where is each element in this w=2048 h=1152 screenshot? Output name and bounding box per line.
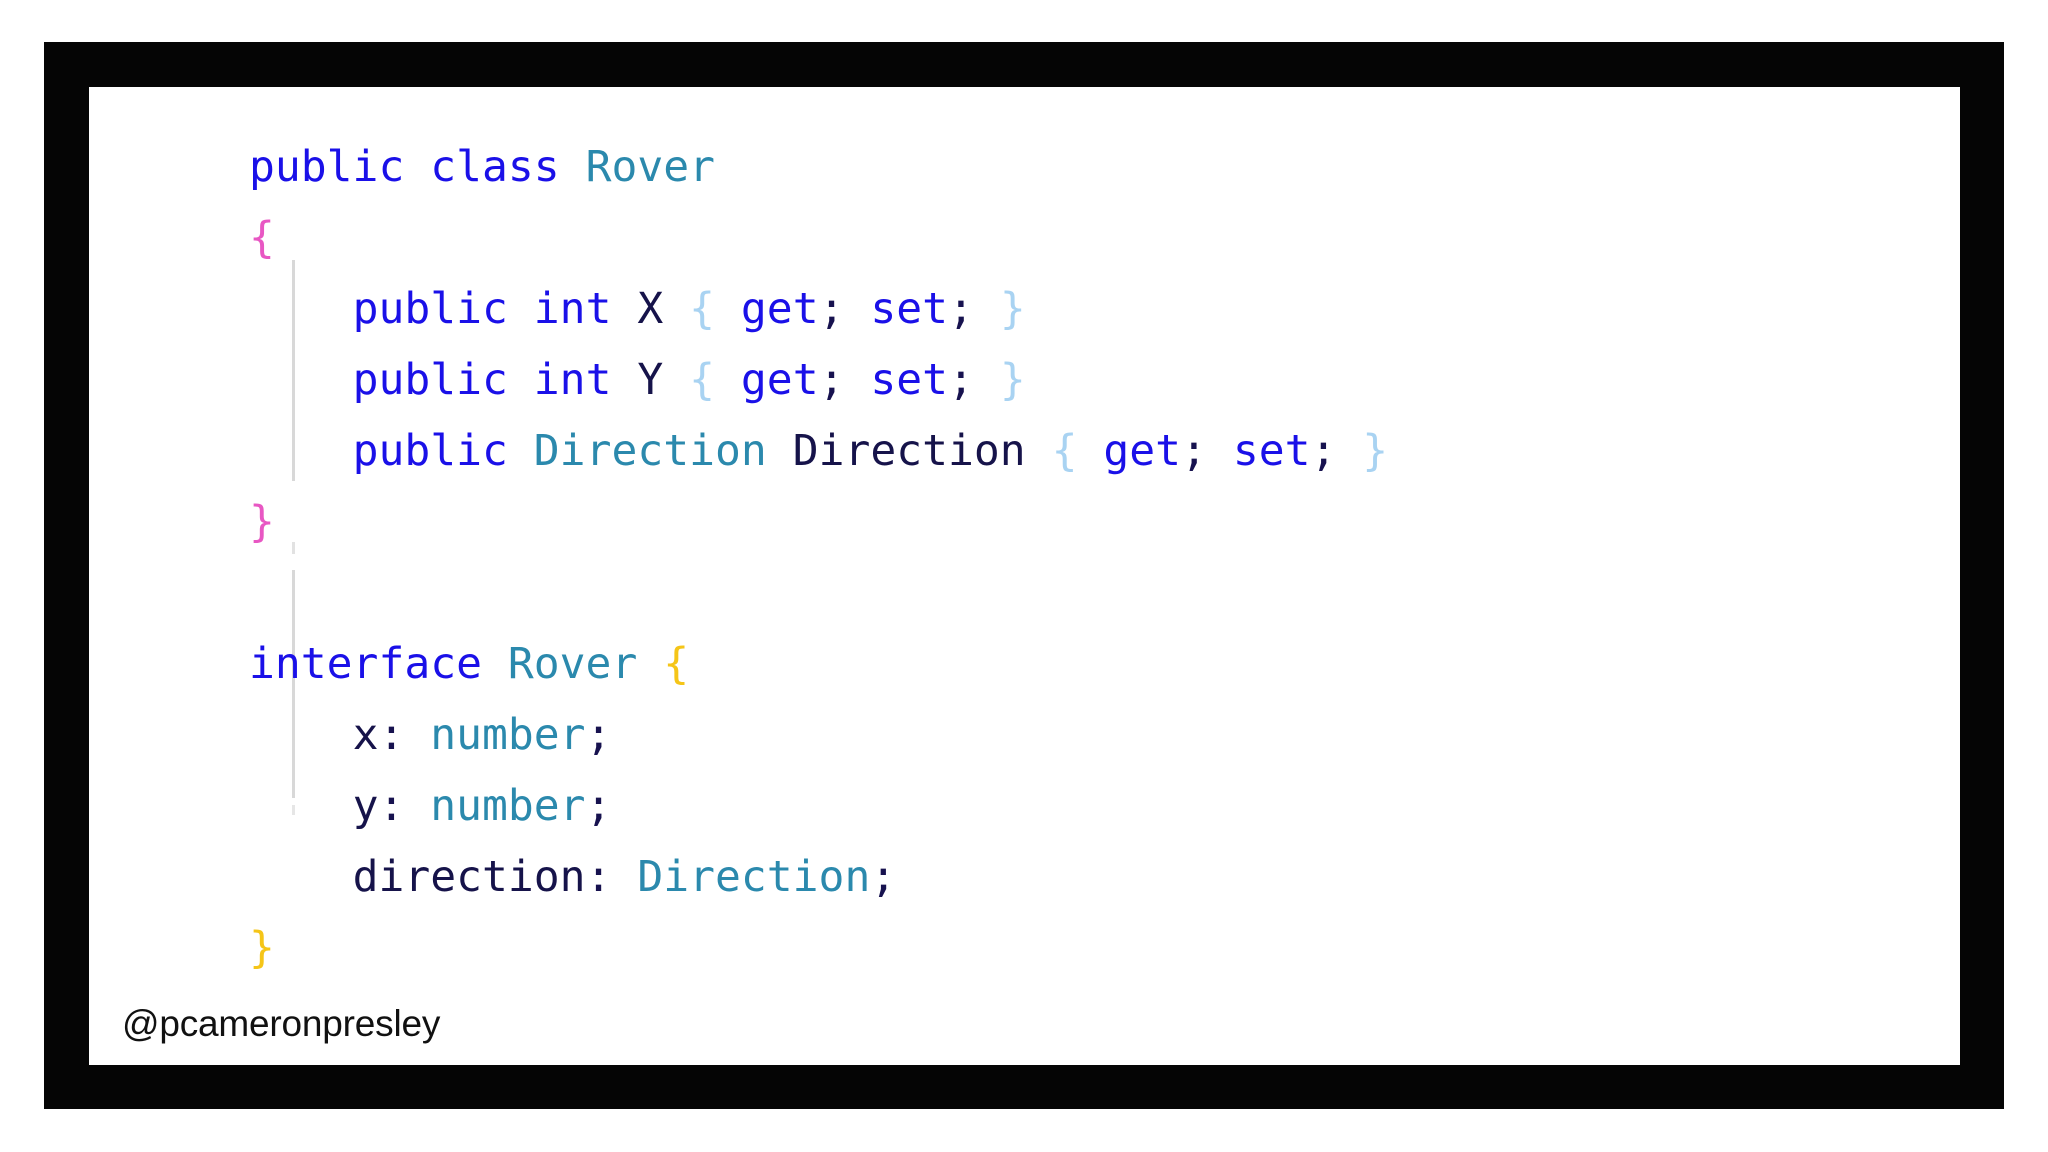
code-token-type: Rover: [507, 639, 638, 689]
code-whitespace: [404, 710, 430, 760]
code-token-ident: X: [637, 284, 664, 334]
code-token-brace-lb: {: [689, 284, 716, 334]
code-line: public int Y { get; set; }: [249, 345, 1388, 416]
indent-guide-class-body: [292, 260, 295, 481]
code-token-kw: public: [352, 426, 508, 476]
code-whitespace: [611, 355, 637, 405]
code-token-punc: ;: [585, 710, 612, 760]
code-token-type: Direction: [637, 852, 871, 902]
code-whitespace: [974, 284, 1000, 334]
code-token-kw: set: [870, 284, 949, 334]
code-line: public int X { get; set; }: [249, 274, 1388, 345]
code-line: [249, 558, 1388, 629]
code-line: interface Rover {: [249, 629, 1388, 700]
code-whitespace: [249, 781, 353, 831]
code-token-punc: :: [378, 710, 405, 760]
code-token-kw: interface: [249, 639, 482, 689]
code-token-kw: public: [352, 355, 508, 405]
code-token-type: Rover: [585, 142, 716, 192]
code-whitespace: [508, 355, 534, 405]
code-whitespace: [249, 284, 353, 334]
code-token-kw: set: [870, 355, 949, 405]
code-whitespace: [1077, 426, 1103, 476]
code-whitespace: [974, 355, 1000, 405]
code-whitespace: [663, 284, 689, 334]
code-token-brace-lb: }: [1362, 426, 1389, 476]
code-line: }: [249, 487, 1388, 558]
image-black-frame: public class Rover { public int X { get; …: [44, 42, 2004, 1109]
code-token-punc: ;: [948, 284, 974, 334]
code-token-kw: public: [352, 284, 508, 334]
code-line: y: number;: [249, 771, 1388, 842]
code-line: direction: Direction;: [249, 842, 1388, 913]
code-token-punc: ;: [948, 355, 974, 405]
code-whitespace: [1207, 426, 1233, 476]
code-line: }: [249, 913, 1388, 984]
code-whitespace: [249, 355, 353, 405]
author-handle-watermark: @pcameronpresley: [122, 1003, 441, 1044]
indent-guide-tick-mid: [292, 805, 295, 815]
indent-guide-interface-body: [292, 570, 295, 798]
code-line: x: number;: [249, 700, 1388, 771]
code-token-punc: ;: [818, 355, 845, 405]
code-token-ident: x: [352, 710, 379, 760]
code-whitespace: [1336, 426, 1362, 476]
code-whitespace: [767, 426, 793, 476]
code-token-punc: ;: [870, 852, 897, 902]
indent-guide-tick-top: [292, 542, 295, 554]
code-whitespace: [844, 355, 870, 405]
code-token-kw: int: [533, 284, 612, 334]
code-token-brace-yl: }: [249, 923, 275, 973]
code-token-type: number: [430, 781, 586, 831]
code-token-kw: get: [740, 355, 819, 405]
code-token-punc: :: [585, 852, 612, 902]
code-token-kw: int: [533, 355, 612, 405]
code-whitespace: [611, 852, 637, 902]
code-whitespace: [249, 426, 353, 476]
code-whitespace: [249, 710, 353, 760]
code-token-brace-lb: {: [1051, 426, 1078, 476]
code-token-brace-lb: }: [999, 284, 1026, 334]
code-token-ident: y: [352, 781, 379, 831]
code-token-kw: get: [740, 284, 819, 334]
code-whitespace: [560, 142, 586, 192]
code-whitespace: [1026, 426, 1052, 476]
code-canvas: public class Rover { public int X { get; …: [89, 87, 1960, 1065]
code-whitespace: [715, 355, 741, 405]
code-whitespace: [404, 142, 430, 192]
code-token-ident: Y: [637, 355, 664, 405]
code-token-punc: ;: [585, 781, 612, 831]
code-whitespace: [844, 284, 870, 334]
code-whitespace: [663, 355, 689, 405]
code-whitespace: [482, 639, 508, 689]
code-token-ident: direction: [352, 852, 586, 902]
code-token-ident: Direction: [792, 426, 1026, 476]
code-whitespace: [637, 639, 663, 689]
code-whitespace: [715, 284, 741, 334]
code-token-brace-pk: }: [249, 497, 275, 547]
code-token-brace-pk: {: [249, 213, 275, 263]
code-token-kw: get: [1103, 426, 1182, 476]
code-token-type: number: [430, 710, 586, 760]
code-token-punc: ;: [818, 284, 845, 334]
code-token-type: Direction: [533, 426, 767, 476]
code-line: public class Rover: [249, 132, 1388, 203]
code-whitespace: [611, 284, 637, 334]
code-token-brace-lb: {: [689, 355, 716, 405]
code-token-kw: public: [249, 142, 405, 192]
code-token-punc: ;: [1310, 426, 1337, 476]
code-token-kw: class: [430, 142, 560, 192]
code-token-punc: :: [378, 781, 405, 831]
code-block: public class Rover { public int X { get; …: [249, 132, 1388, 984]
code-token-brace-yl: {: [663, 639, 690, 689]
code-whitespace: [508, 426, 534, 476]
code-token-brace-lb: }: [999, 355, 1026, 405]
code-token-punc: ;: [1181, 426, 1207, 476]
code-whitespace: [404, 781, 430, 831]
code-token-kw: set: [1232, 426, 1311, 476]
code-whitespace: [508, 284, 534, 334]
code-line: public Direction Direction { get; set; }: [249, 416, 1389, 487]
code-line: {: [249, 203, 1388, 274]
code-whitespace: [249, 852, 353, 902]
